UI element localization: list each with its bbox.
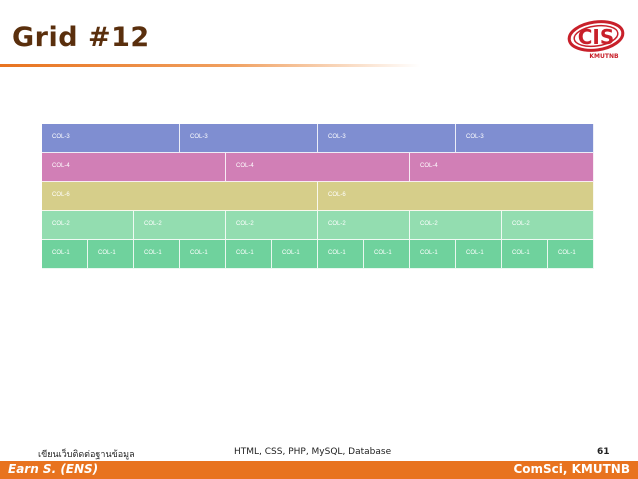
page-number: 61 — [597, 447, 610, 457]
grid-cell: COL-6 — [318, 182, 594, 211]
grid-cell: COL-1 — [272, 240, 318, 269]
grid-cell: COL-1 — [318, 240, 364, 269]
grid-cell: COL-2 — [134, 211, 226, 240]
grid-cell: COL-1 — [134, 240, 180, 269]
grid-cell: COL-2 — [42, 211, 134, 240]
grid-cell: COL-1 — [226, 240, 272, 269]
footer-bar: Earn S. (ENS) ComSci, KMUTNB — [0, 461, 638, 479]
grid-cell: COL-4 — [226, 153, 410, 182]
grid-cell: COL-1 — [502, 240, 548, 269]
logo-text: CIS — [578, 25, 615, 49]
grid-cell: COL-2 — [410, 211, 502, 240]
grid-cell: COL-1 — [548, 240, 594, 269]
grid-cell: COL-1 — [456, 240, 502, 269]
logo-subtext: KMUTNB — [589, 53, 619, 60]
grid-cell: COL-1 — [42, 240, 88, 269]
grid-cell: COL-4 — [42, 153, 226, 182]
grid-cell: COL-3 — [42, 124, 180, 153]
grid-cell: COL-3 — [318, 124, 456, 153]
grid-cell: COL-2 — [318, 211, 410, 240]
grid-cell: COL-1 — [410, 240, 456, 269]
organization-name: ComSci, KMUTNB — [513, 462, 630, 476]
grid-cell: COL-1 — [364, 240, 410, 269]
slide-title: Grid #12 — [12, 22, 150, 53]
course-name: เขียนเว็บติดต่อฐานข้อมูล — [38, 450, 135, 460]
title-underline — [0, 64, 420, 67]
grid-cell: COL-2 — [502, 211, 594, 240]
grid-cell: COL-2 — [226, 211, 318, 240]
cis-logo-icon: CIS KMUTNB — [567, 20, 625, 60]
grid-cell: COL-3 — [180, 124, 318, 153]
grid-cell: COL-1 — [88, 240, 134, 269]
grid-cell: COL-4 — [410, 153, 594, 182]
topic-list: HTML, CSS, PHP, MySQL, Database — [234, 447, 392, 457]
grid-cell: COL-3 — [456, 124, 594, 153]
author-name: Earn S. (ENS) — [8, 462, 99, 476]
grid-cell: COL-6 — [42, 182, 318, 211]
grid-cell: COL-1 — [180, 240, 226, 269]
